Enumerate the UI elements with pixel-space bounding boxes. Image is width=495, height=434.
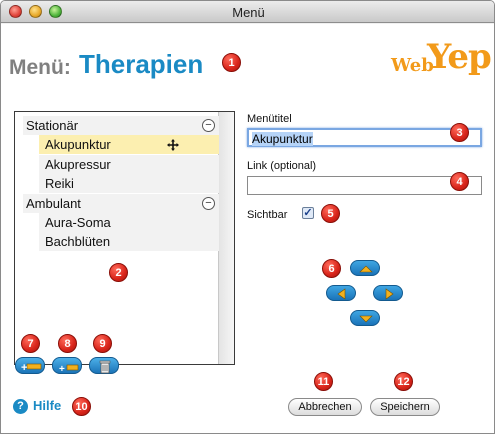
tree-group-label: Stationär bbox=[26, 118, 79, 133]
add-subitem-icon: + bbox=[59, 364, 79, 375]
tree-item-aura-soma[interactable]: Aura-Soma bbox=[39, 213, 219, 232]
menutitle-field[interactable]: Akupunktur bbox=[247, 128, 482, 147]
tree-group-ambulant[interactable]: Ambulant − bbox=[23, 194, 219, 213]
tree-item-akupressur[interactable]: Akupressur bbox=[39, 155, 219, 174]
tree-item-label: Akupressur bbox=[45, 157, 111, 172]
window-title: Menü bbox=[232, 5, 265, 20]
arrow-left-icon bbox=[337, 288, 346, 300]
move-left-button[interactable] bbox=[326, 285, 356, 301]
cancel-button[interactable]: Abbrechen bbox=[288, 398, 362, 416]
zoom-window-button[interactable] bbox=[49, 5, 62, 18]
tree-item-bachblueten[interactable]: Bachblüten bbox=[39, 232, 219, 251]
callout-badge-5: 5 bbox=[321, 204, 340, 223]
move-down-button[interactable] bbox=[350, 310, 380, 326]
page-title: Therapien bbox=[79, 49, 204, 79]
webyep-logo: Web Yep! bbox=[389, 37, 494, 87]
add-item-icon: + bbox=[21, 362, 42, 374]
arrow-down-icon bbox=[359, 315, 373, 323]
help-icon[interactable]: ? bbox=[13, 399, 28, 414]
minimize-window-button[interactable] bbox=[29, 5, 42, 18]
callout-badge-12: 12 bbox=[394, 372, 413, 391]
callout-badge-2: 2 bbox=[109, 263, 128, 282]
tree-item-label: Reiki bbox=[45, 176, 74, 191]
dialog-content: Menü: Therapien 1 Web Yep! Stationär − A… bbox=[1, 24, 494, 433]
menu-tree[interactable]: Stationär − Akupunktur Akupressur Reiki … bbox=[14, 111, 235, 365]
collapse-icon[interactable]: − bbox=[202, 119, 215, 132]
logo-web-text: Web bbox=[391, 55, 434, 76]
move-up-button[interactable] bbox=[350, 260, 380, 276]
tree-group-label: Ambulant bbox=[26, 196, 81, 211]
move-cursor-icon bbox=[167, 139, 179, 151]
tree-item-akupunktur[interactable]: Akupunktur bbox=[39, 135, 219, 154]
tree-item-reiki[interactable]: Reiki bbox=[39, 174, 219, 193]
menutitle-label: Menütitel bbox=[247, 113, 292, 125]
tree-group-stationaer[interactable]: Stationär − bbox=[23, 116, 219, 135]
callout-badge-1: 1 bbox=[222, 53, 241, 72]
delete-item-button[interactable] bbox=[89, 357, 119, 374]
close-window-button[interactable] bbox=[9, 5, 22, 18]
link-field[interactable] bbox=[247, 176, 482, 195]
callout-badge-6: 6 bbox=[322, 259, 341, 278]
tree-item-label: Akupunktur bbox=[45, 137, 111, 152]
visible-label: Sichtbar bbox=[247, 209, 288, 221]
tree-item-label: Aura-Soma bbox=[45, 215, 111, 230]
callout-badge-10: 10 bbox=[72, 397, 91, 416]
callout-badge-4: 4 bbox=[450, 172, 469, 191]
collapse-icon[interactable]: − bbox=[202, 197, 215, 210]
callout-badge-8: 8 bbox=[58, 334, 77, 353]
help-link[interactable]: Hilfe bbox=[33, 398, 62, 413]
add-subitem-button[interactable]: + bbox=[52, 357, 82, 375]
save-button[interactable]: Speichern bbox=[370, 398, 440, 416]
add-item-button[interactable]: + bbox=[15, 357, 45, 374]
callout-badge-7: 7 bbox=[21, 334, 40, 353]
page-label: Menü: bbox=[9, 56, 71, 79]
callout-badge-11: 11 bbox=[314, 372, 333, 391]
link-label: Link (optional) bbox=[247, 160, 317, 172]
title-bar: Menü bbox=[1, 1, 494, 23]
callout-badge-9: 9 bbox=[93, 334, 112, 353]
svg-text:+: + bbox=[21, 362, 27, 374]
arrow-right-icon bbox=[385, 288, 394, 300]
arrow-up-icon bbox=[359, 265, 373, 273]
visible-checkbox[interactable]: ✓ bbox=[302, 207, 314, 219]
tree-item-label: Bachblüten bbox=[45, 234, 111, 249]
logo-yep-text: Yep! bbox=[427, 37, 494, 77]
menutitle-value: Akupunktur bbox=[252, 132, 313, 146]
delete-icon bbox=[99, 360, 111, 374]
move-right-button[interactable] bbox=[373, 285, 403, 301]
svg-text:+: + bbox=[59, 364, 65, 375]
tree-scrollbar[interactable] bbox=[218, 112, 234, 364]
callout-badge-3: 3 bbox=[450, 123, 469, 142]
